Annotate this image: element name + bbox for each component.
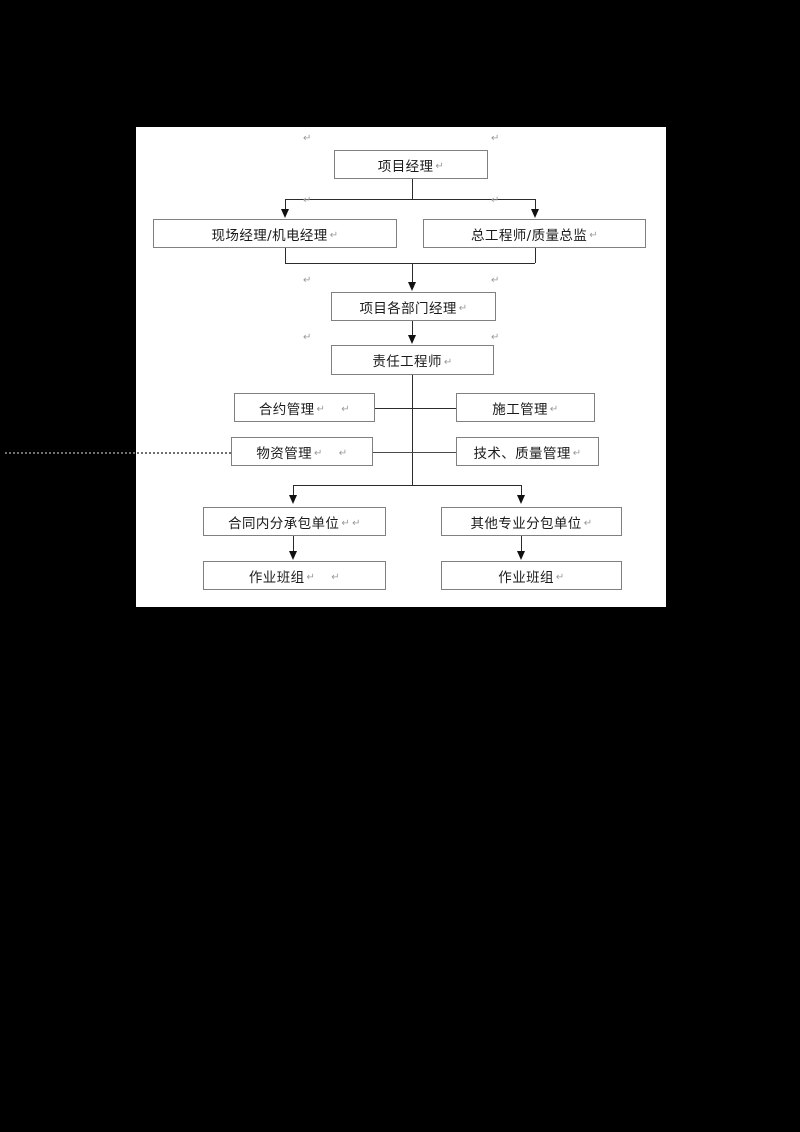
node-tech-quality-management[interactable]: 技术、质量管理↵ [456, 437, 599, 466]
node-department-managers[interactable]: 项目各部门经理↵ [331, 292, 496, 321]
return-mark-icon: ↵ [352, 518, 361, 529]
return-mark-icon: ↵ [443, 356, 453, 368]
node-department-managers-label: 项目各部门经理 [359, 300, 457, 317]
connector-subcontractor-bar [293, 485, 521, 486]
node-site-manager-label: 现场经理/机电经理 [211, 227, 328, 244]
return-mark-icon: ↵ [341, 518, 351, 529]
return-mark-icon: ↵ [303, 133, 312, 144]
node-work-team-right-label: 作业班组 [498, 569, 554, 586]
node-construction-management[interactable]: 施工管理↵ [456, 393, 595, 422]
return-mark-icon: ↵ [306, 572, 316, 583]
node-work-team-right[interactable]: 作业班组↵ [441, 561, 622, 590]
connector-site-down [285, 248, 286, 263]
arrow-down-icon [281, 209, 289, 218]
return-mark-icon: ↵ [303, 275, 312, 286]
return-mark-icon: ↵ [316, 404, 326, 415]
node-site-manager[interactable]: 现场经理/机电经理↵ [153, 219, 397, 248]
diagram-canvas: ↵ ↵ ↵ ↵ ↵ ↵ ↵ ↵ 项目经理↵ 现场经理/机电经理↵ 总工程师/质量… [5, 127, 666, 607]
return-mark-icon: ↵ [491, 133, 500, 144]
return-mark-icon: ↵ [555, 572, 565, 583]
node-project-manager[interactable]: 项目经理↵ [334, 150, 488, 179]
arrow-down-icon [289, 495, 297, 504]
connector-incontract-to-team [293, 536, 294, 552]
connector-external-dotted [5, 452, 231, 454]
node-construction-management-label: 施工管理 [492, 401, 548, 418]
node-chief-engineer[interactable]: 总工程师/质量总监↵ [423, 219, 646, 248]
connector-contract-spine [375, 408, 457, 409]
connector-materials-spine [373, 452, 457, 453]
node-responsible-engineer-label: 责任工程师 [372, 354, 442, 370]
return-mark-icon: ↵ [491, 195, 500, 206]
connector-merge-to-depts [412, 263, 413, 284]
return-mark-icon: ↵ [331, 572, 341, 583]
return-mark-icon: ↵ [589, 230, 598, 241]
node-in-contract-subcontractor-label: 合同内分承包单位 [228, 515, 340, 532]
node-responsible-engineer[interactable]: 责任工程师↵ [331, 345, 494, 375]
connector-bar-to-other [521, 485, 522, 497]
return-mark-icon: ↵ [341, 404, 351, 415]
arrow-down-icon [517, 495, 525, 504]
return-mark-icon: ↵ [303, 332, 312, 343]
return-mark-icon: ↵ [338, 448, 348, 459]
return-mark-icon: ↵ [572, 448, 582, 459]
node-project-manager-label: 项目经理 [377, 158, 434, 175]
node-contract-management-label: 合约管理 [258, 401, 315, 418]
return-mark-icon: ↵ [491, 275, 500, 286]
return-mark-icon: ↵ [549, 404, 559, 415]
node-contract-management[interactable]: 合约管理↵↵ [234, 393, 375, 422]
arrow-down-icon [289, 551, 297, 560]
connector-chief-down [535, 248, 536, 263]
node-materials-management[interactable]: 物资管理↵↵ [231, 437, 373, 466]
connector-bar-to-incontract [293, 485, 294, 497]
arrow-down-icon [517, 551, 525, 560]
connector-pm-branch-bar [285, 199, 535, 200]
arrow-down-icon [408, 282, 416, 291]
node-in-contract-subcontractor[interactable]: 合同内分承包单位↵↵ [203, 507, 386, 536]
connector-row2-merge-bar [285, 263, 535, 264]
return-mark-icon: ↵ [458, 303, 468, 314]
node-work-team-left[interactable]: 作业班组↵↵ [203, 561, 386, 590]
connector-engineer-spine [412, 375, 413, 485]
return-mark-icon: ↵ [583, 518, 593, 529]
connector-depts-to-engineer [412, 321, 413, 336]
return-mark-icon: ↵ [329, 230, 339, 241]
connector-pm-to-site [285, 199, 286, 211]
node-work-team-left-label: 作业班组 [248, 569, 305, 586]
arrow-down-icon [531, 209, 539, 218]
node-other-professional-subcontractor-label: 其他专业分包单位 [470, 515, 582, 532]
connector-other-to-team [521, 536, 522, 552]
node-other-professional-subcontractor[interactable]: 其他专业分包单位↵ [441, 507, 622, 536]
return-mark-icon: ↵ [435, 161, 445, 172]
node-tech-quality-management-label: 技术、质量管理 [473, 445, 571, 462]
node-materials-management-label: 物资管理 [256, 445, 313, 462]
return-mark-icon: ↵ [303, 195, 312, 206]
arrow-down-icon [408, 335, 416, 344]
connector-pm-to-chief [535, 199, 536, 211]
return-mark-icon: ↵ [314, 448, 323, 459]
return-mark-icon: ↵ [491, 332, 500, 343]
node-chief-engineer-label: 总工程师/质量总监 [471, 227, 588, 244]
connector-pm-trunk [412, 179, 413, 199]
